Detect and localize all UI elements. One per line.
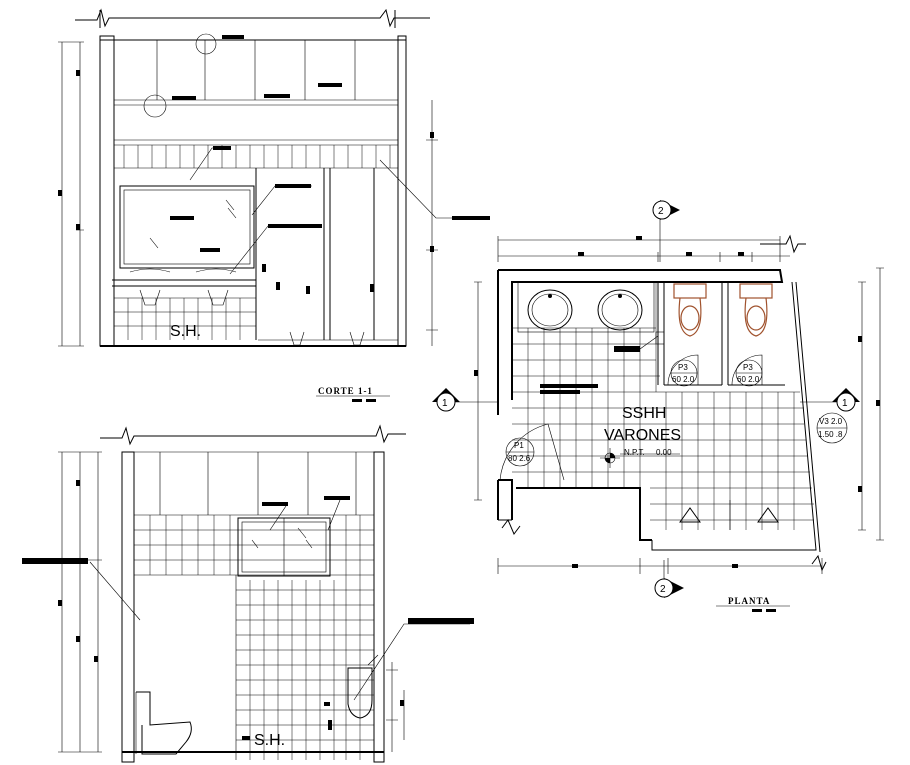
svg-text:2: 2 xyxy=(660,584,666,595)
svg-text:P3: P3 xyxy=(678,363,688,372)
section-1-elevation: S.H. CORTE 1-1 xyxy=(58,8,490,402)
axis-marker-left: 1 xyxy=(432,388,460,412)
svg-text:2: 2 xyxy=(658,206,664,217)
plan-room-name-line2: VARONES xyxy=(604,427,681,444)
svg-text:1: 1 xyxy=(842,398,848,409)
svg-text:P1: P1 xyxy=(514,441,524,450)
section-1-title: CORTE 1-1 xyxy=(318,386,373,396)
section-2-elevation: S.H. xyxy=(22,424,474,763)
door-tag-p3-right: P3 60 2.0 xyxy=(735,359,763,387)
svg-text:80 2.6: 80 2.6 xyxy=(508,454,531,463)
section-2-room-tag: S.H. xyxy=(254,732,285,749)
svg-text:1.50 .8: 1.50 .8 xyxy=(818,430,843,439)
axis-marker-top: 2 xyxy=(652,200,680,220)
plan-title: PLANTA xyxy=(728,596,770,606)
door-tag-p3-left: P3 60 2.0 xyxy=(670,359,698,387)
axis-marker-right: 1 xyxy=(832,388,860,412)
floor-plan xyxy=(452,214,884,586)
svg-text:1: 1 xyxy=(442,398,448,409)
svg-text:60 2.0: 60 2.0 xyxy=(737,375,760,384)
svg-text:V3 2.0: V3 2.0 xyxy=(819,417,843,426)
plan-room-name-line1: SSHH xyxy=(622,405,666,422)
plan-level-label: N.P.T. xyxy=(624,448,645,457)
section-1-room-tag: S.H. xyxy=(170,323,201,340)
plan-level-value: 0.00 xyxy=(656,448,672,457)
svg-text:60 2.0: 60 2.0 xyxy=(672,375,695,384)
window-tag-v3: V3 2.0 1.50 .8 xyxy=(816,412,848,444)
svg-text:P3: P3 xyxy=(743,363,753,372)
axis-marker-bottom: 2 xyxy=(654,578,684,598)
door-tag-p1: P1 80 2.6 xyxy=(505,437,535,467)
